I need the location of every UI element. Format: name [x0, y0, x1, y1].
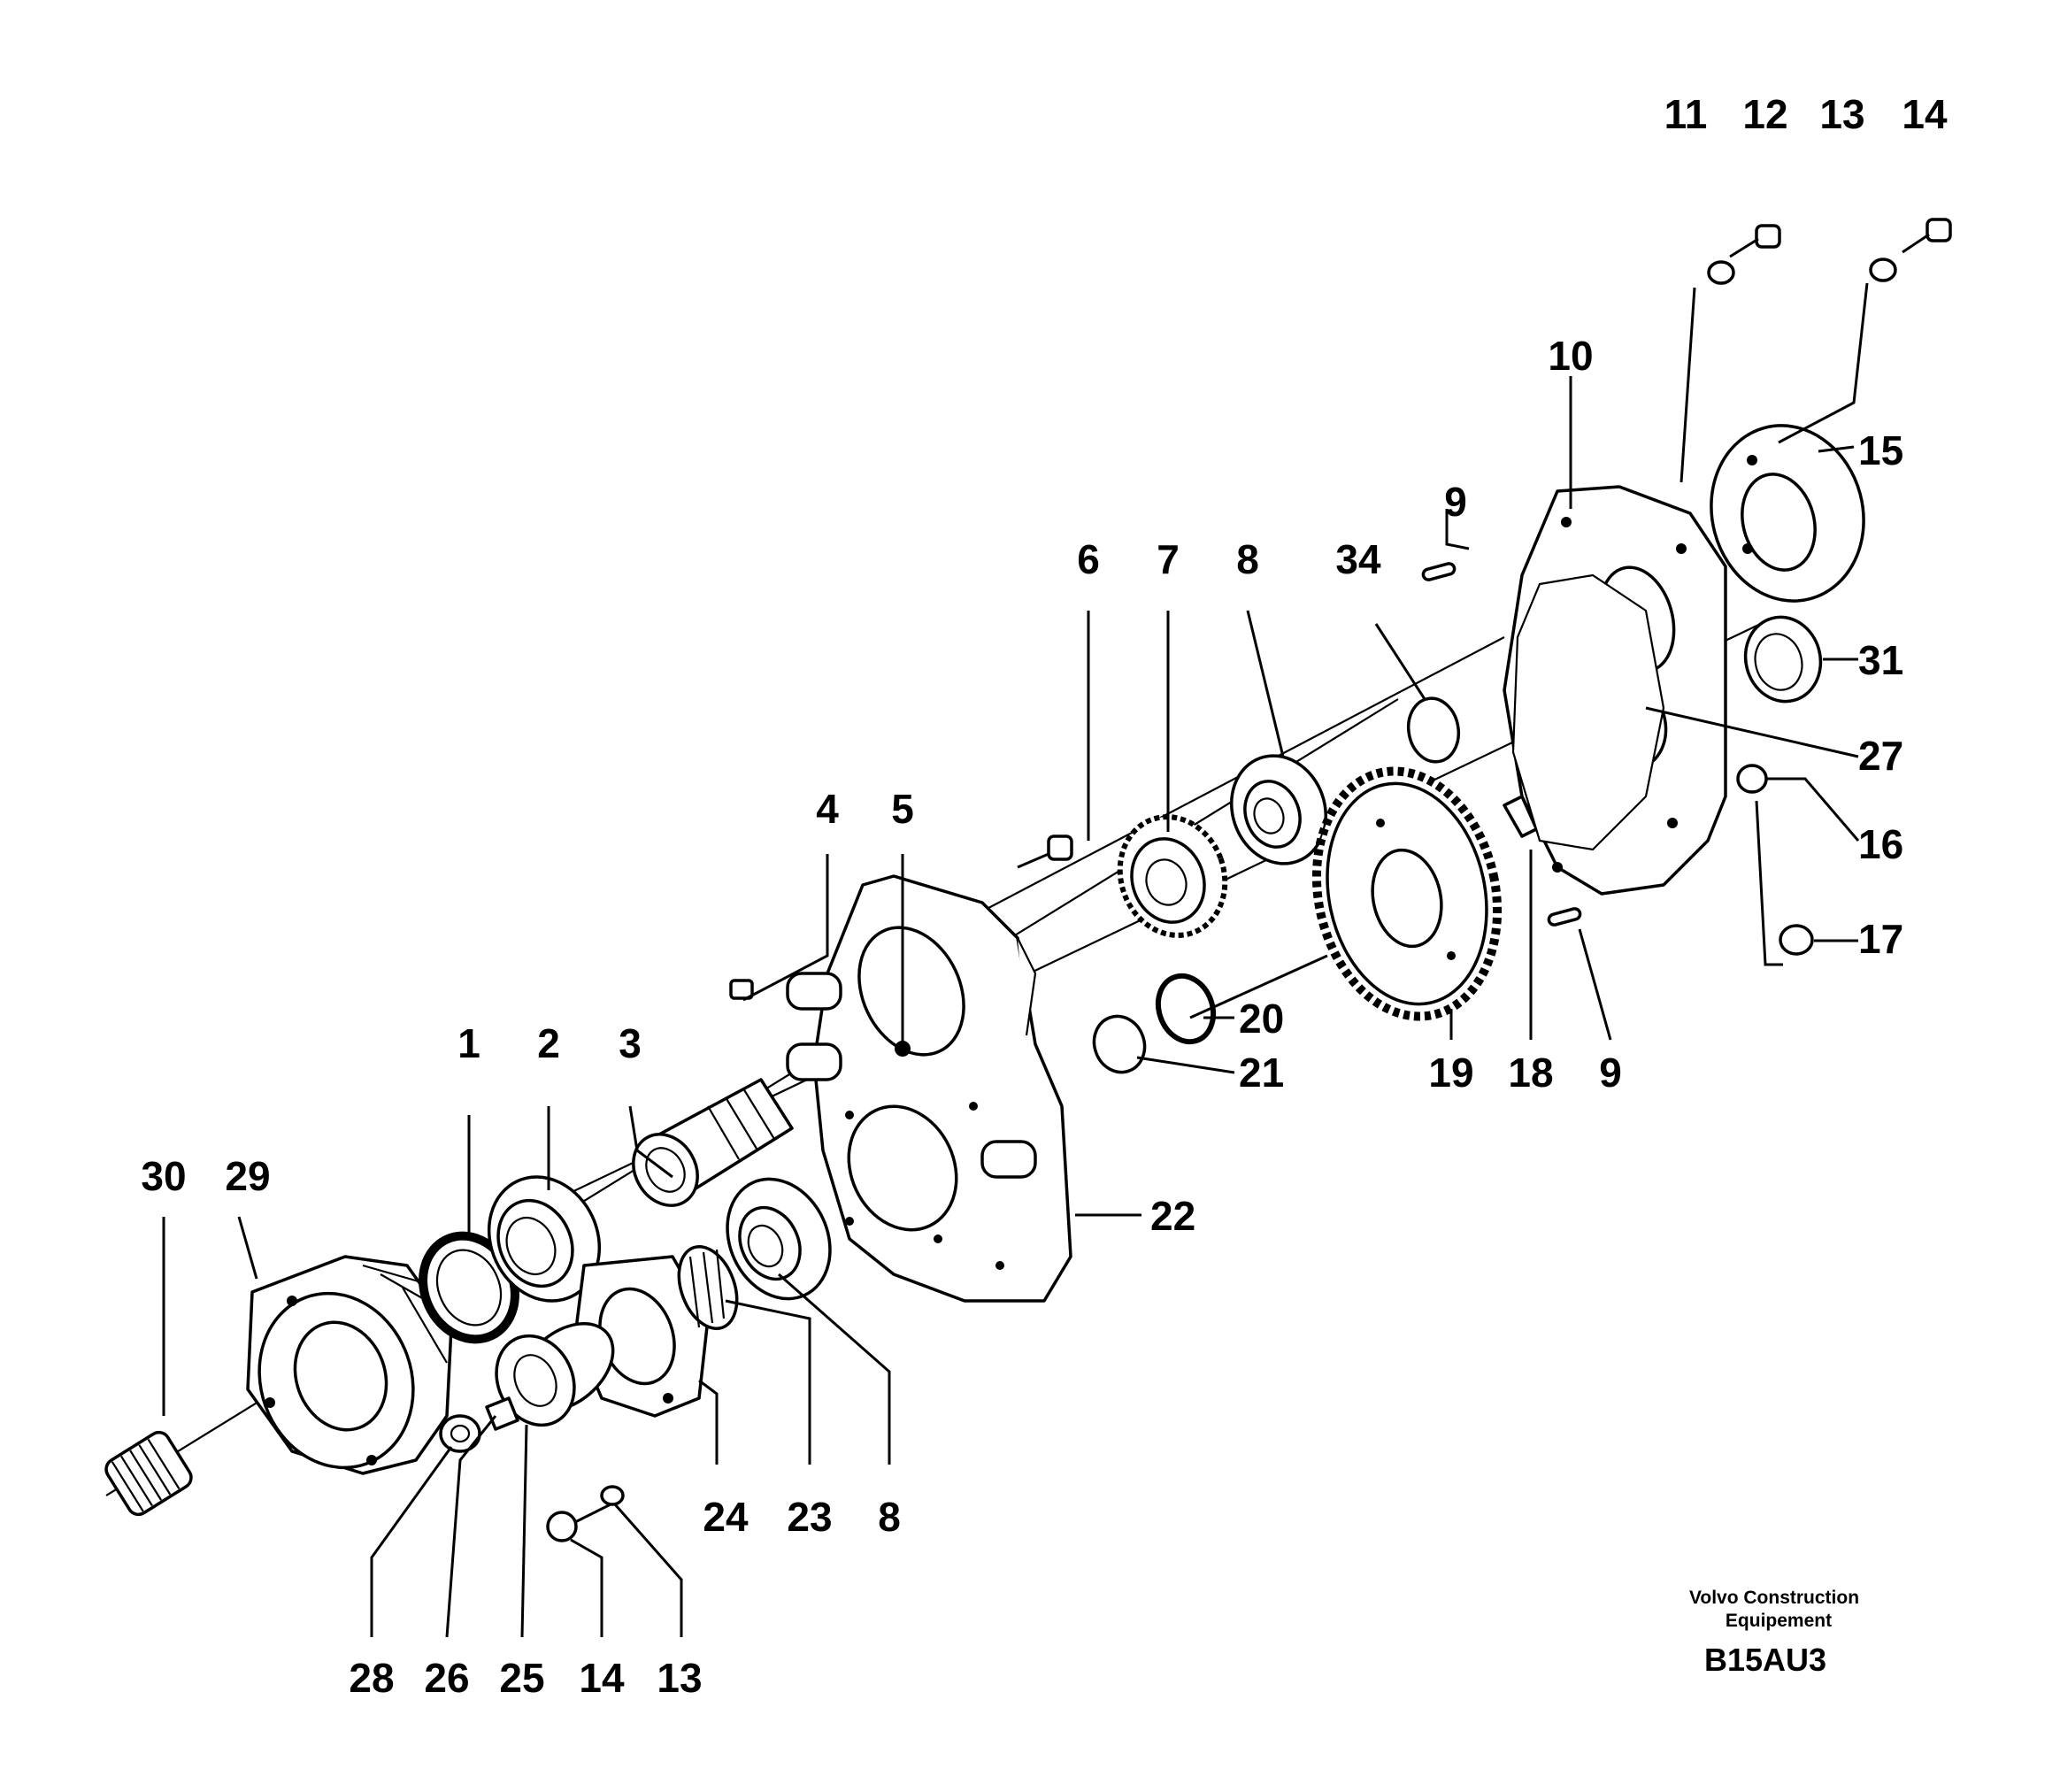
- label-13-lower: 13: [657, 1655, 702, 1701]
- label-31: 31: [1858, 637, 1903, 683]
- label-25: 25: [499, 1655, 544, 1701]
- label-13-upper: 13: [1819, 91, 1864, 137]
- plug-part-4: [729, 979, 754, 1000]
- dowel-pin-part-9-lower: [1547, 907, 1582, 927]
- label-23: 23: [787, 1494, 832, 1540]
- seal-part-31: [1743, 615, 1823, 704]
- bearing-part-8-upper: [1229, 754, 1328, 865]
- housing-part-29: [246, 1255, 453, 1475]
- label-17: 17: [1858, 916, 1903, 962]
- label-9-upper: 9: [1444, 479, 1467, 525]
- label-27: 27: [1858, 733, 1903, 779]
- label-24: 24: [703, 1494, 749, 1540]
- leader-lines: [162, 282, 1869, 1638]
- clip-part-26: [485, 1396, 519, 1431]
- label-1: 1: [457, 1020, 480, 1066]
- large-gear-part-19: [1311, 766, 1503, 1021]
- label-2: 2: [537, 1020, 560, 1066]
- label-29: 29: [225, 1153, 270, 1199]
- label-11: 11: [1664, 91, 1708, 137]
- bearing-part-2: [487, 1175, 602, 1303]
- bolt-part-14-upper: [1902, 218, 1952, 254]
- label-8-upper: 8: [1236, 536, 1259, 582]
- plug-part-17: [1779, 924, 1814, 956]
- label-10: 10: [1548, 333, 1593, 379]
- label-16: 16: [1858, 821, 1903, 867]
- roller-bearing-part-23: [677, 1244, 739, 1331]
- coupling-part-25: [495, 1334, 576, 1427]
- footer-company-line2: Equipement: [1726, 1611, 1832, 1631]
- label-12: 12: [1742, 91, 1787, 137]
- end-plate-part-15: [1710, 424, 1865, 603]
- label-6: 6: [1077, 536, 1100, 582]
- washer-part-34: [1406, 696, 1461, 764]
- callout-labels: 11 12 13 14 10 15 9 6 7 8 34 31 27 16 17…: [141, 91, 1948, 1701]
- label-21: 21: [1239, 1050, 1284, 1096]
- splined-sleeve-part-3: [632, 1078, 794, 1207]
- label-14-lower: 14: [579, 1655, 625, 1701]
- nut-part-28: [439, 1414, 481, 1453]
- pinion-part-30: [104, 1430, 193, 1517]
- label-14-upper: 14: [1902, 91, 1948, 137]
- label-7: 7: [1157, 536, 1180, 582]
- label-15: 15: [1858, 427, 1903, 473]
- bolt-part-6: [1017, 834, 1073, 869]
- bearing-part-8-lower: [726, 1177, 832, 1301]
- washer-part-13-upper: [1869, 258, 1897, 282]
- label-8-lower: 8: [878, 1494, 901, 1540]
- label-19: 19: [1428, 1050, 1473, 1096]
- plug-part-16: [1736, 764, 1768, 794]
- label-5: 5: [891, 786, 914, 832]
- gasket-part-27: [1511, 573, 1665, 851]
- dowel-pin-part-9-upper: [1421, 562, 1457, 581]
- footer-block: Volvo Construction Equipement B15AU3: [1689, 1588, 1859, 1678]
- washer-part-13-lower: [600, 1485, 625, 1506]
- label-18: 18: [1508, 1050, 1553, 1096]
- label-26: 26: [424, 1655, 469, 1701]
- ring-part-21: [1092, 1014, 1147, 1074]
- label-34: 34: [1335, 536, 1381, 582]
- gear-part-7: [1117, 814, 1228, 938]
- gear-housing-part-22: [786, 874, 1072, 1303]
- bolt-part-14-lower: [546, 1503, 611, 1542]
- label-22: 22: [1150, 1193, 1195, 1239]
- footer-company-line1: Volvo Construction: [1689, 1588, 1859, 1608]
- label-9-lower: 9: [1599, 1050, 1622, 1096]
- label-20: 20: [1239, 996, 1284, 1042]
- label-30: 30: [141, 1153, 186, 1199]
- washer-part-11: [1707, 260, 1735, 285]
- ring-part-20: [1155, 973, 1217, 1045]
- label-3: 3: [619, 1020, 642, 1066]
- label-28: 28: [349, 1655, 394, 1701]
- bolt-part-12: [1729, 224, 1781, 258]
- footer-drawing-code: B15AU3: [1704, 1642, 1826, 1678]
- label-4: 4: [816, 786, 839, 832]
